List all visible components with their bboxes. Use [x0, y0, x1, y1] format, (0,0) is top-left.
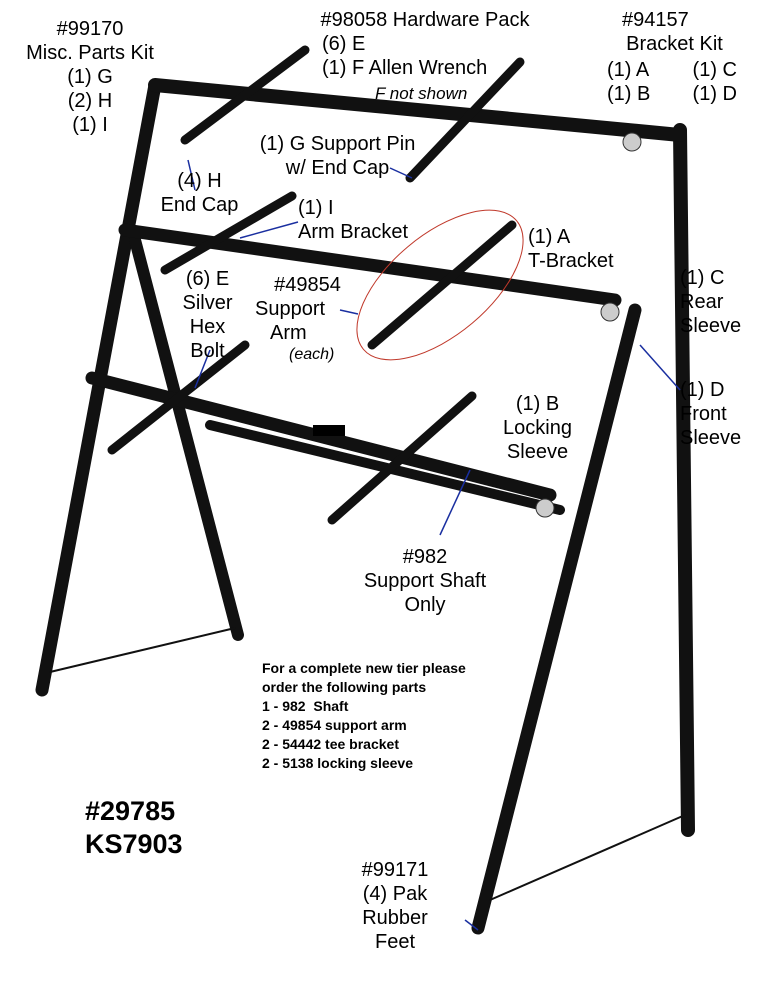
label-line: Sleeve — [506, 441, 569, 463]
rubber-feet-label: #99171 (4) Pak Rubber Feet — [345, 858, 445, 954]
rear-sleeve-label: (1) C Rear Sleeve — [680, 266, 741, 338]
label-line: Rear — [680, 291, 724, 313]
note-line: 2 - 5138 locking sleeve — [262, 755, 413, 771]
label-line: w/ End Cap — [285, 157, 390, 179]
kit-item: (1) I — [72, 114, 108, 136]
support-arm — [327, 391, 477, 525]
label-line: Silver — [182, 292, 233, 314]
label-line: (4) H — [177, 170, 222, 192]
pointer-line — [464, 919, 479, 931]
support-arm — [107, 340, 250, 455]
pointer-line — [194, 349, 211, 389]
kit-item: (2) H — [67, 90, 113, 112]
kit-name: Bracket Kit — [626, 33, 723, 55]
support-arm-highlight — [356, 209, 524, 361]
kit-item: (1) D — [692, 83, 737, 105]
label-line: (1) D — [680, 379, 725, 401]
support-arm — [367, 220, 517, 350]
label-line: (4) Pak — [362, 883, 428, 905]
locking-sleeve-label: (1) B Locking Sleeve — [495, 392, 580, 464]
note-line: 2 - 54442 tee bracket — [262, 736, 399, 752]
label-line: Bolt — [190, 340, 225, 362]
label-line: (1) A — [528, 226, 571, 248]
bottom-shaft — [85, 371, 557, 502]
kit-item: (1) B — [607, 83, 651, 105]
kit-item: (1) G — [67, 66, 113, 88]
complete-tier-note: For a complete new tier please order the… — [262, 659, 466, 773]
label-line: Support Shaft — [363, 570, 487, 592]
kit-item: (1) C — [692, 59, 737, 81]
strap — [489, 814, 686, 901]
right-rear-leg — [673, 123, 695, 837]
label-line: Front — [680, 403, 727, 425]
bracket-kit-label: #94157 Bracket Kit — [612, 8, 737, 56]
strap — [49, 627, 236, 673]
pointer-line — [187, 159, 196, 191]
each-note: (each) — [289, 346, 335, 363]
hex-bolt-label: (6) E Silver Hex Bolt — [170, 267, 245, 363]
part-number: #99171 — [361, 859, 429, 881]
note-line: For a complete new tier please — [262, 660, 466, 676]
label-line: Locking — [503, 417, 572, 439]
label-line: T-Bracket — [528, 250, 614, 272]
label-line: Rubber — [362, 907, 428, 929]
support-arm — [405, 57, 525, 183]
misc-parts-kit-label: #99170 Misc. Parts Kit (1) G (2) H (1) I — [15, 17, 165, 137]
part-number: #29785 — [85, 796, 176, 826]
model-number: #29785 KS7903 — [85, 795, 183, 861]
part-number: #982 — [402, 546, 448, 568]
label-line: Sleeve — [680, 315, 742, 337]
label-line: (6) E — [185, 268, 230, 290]
part-number: #98058 Hardware Pack — [320, 9, 530, 31]
label-line: End Cap — [160, 194, 239, 216]
support-shaft-label: #982 Support Shaft Only — [355, 545, 495, 617]
kit-item: (6) E — [322, 33, 366, 55]
left-front-leg — [35, 78, 162, 697]
bracket-knob — [600, 302, 620, 322]
label-line: (1) I — [298, 197, 334, 219]
end-cap-label: (4) H End Cap — [152, 169, 247, 217]
label-line: Sleeve — [680, 427, 742, 449]
label-line: Support — [255, 298, 326, 320]
note-line: 2 - 49854 support arm — [262, 717, 407, 733]
pointer-line — [439, 469, 471, 536]
label-line: (1) C — [680, 267, 725, 289]
support-arm — [180, 45, 310, 145]
kit-item: (1) F Allen Wrench — [322, 57, 488, 79]
left-rear-leg — [129, 234, 244, 641]
label-line: (1) B — [515, 393, 560, 415]
note-line: order the following parts — [262, 679, 427, 695]
right-front-leg — [471, 303, 642, 935]
note-line: 1 - 982 Shaft — [262, 698, 349, 714]
support-pin-label: (1) G Support Pin w/ End Cap — [245, 132, 430, 180]
t-bracket-label: (1) A T-Bracket — [528, 225, 614, 273]
pointer-line — [239, 221, 299, 239]
support-arm-label: #49854 Support Arm — [255, 273, 360, 345]
label-line: Feet — [374, 931, 416, 953]
front-sleeve-label: (1) D Front Sleeve — [680, 378, 741, 450]
label-line: Arm — [270, 322, 307, 344]
kit-item: (1) A — [607, 59, 650, 81]
label-line: (1) G Support Pin — [259, 133, 416, 155]
f-not-shown-note: F not shown — [375, 84, 468, 103]
model-name: KS7903 — [85, 829, 183, 859]
pointer-line — [639, 344, 681, 391]
kit-name: Misc. Parts Kit — [26, 42, 154, 64]
label-line: Arm Bracket — [298, 221, 409, 243]
support-arm — [160, 191, 297, 275]
arm-bracket-label: (1) I Arm Bracket — [298, 196, 408, 244]
pointer-line — [389, 167, 413, 179]
part-number: #49854 — [274, 274, 341, 296]
label-line: Hex — [189, 316, 226, 338]
hardware-pack-label: #98058 Hardware Pack (6) E (1) F Allen W… — [300, 8, 550, 80]
label-line: Only — [404, 594, 446, 616]
redacted-label — [313, 425, 345, 436]
part-number: #94157 — [622, 9, 689, 31]
part-number: #99170 — [56, 18, 124, 40]
bracket-kit-items: (1) A (1) C (1) B (1) D — [607, 58, 737, 106]
bracket-knob — [622, 132, 642, 152]
bracket-knob — [535, 498, 555, 518]
pointer-line — [339, 309, 359, 315]
